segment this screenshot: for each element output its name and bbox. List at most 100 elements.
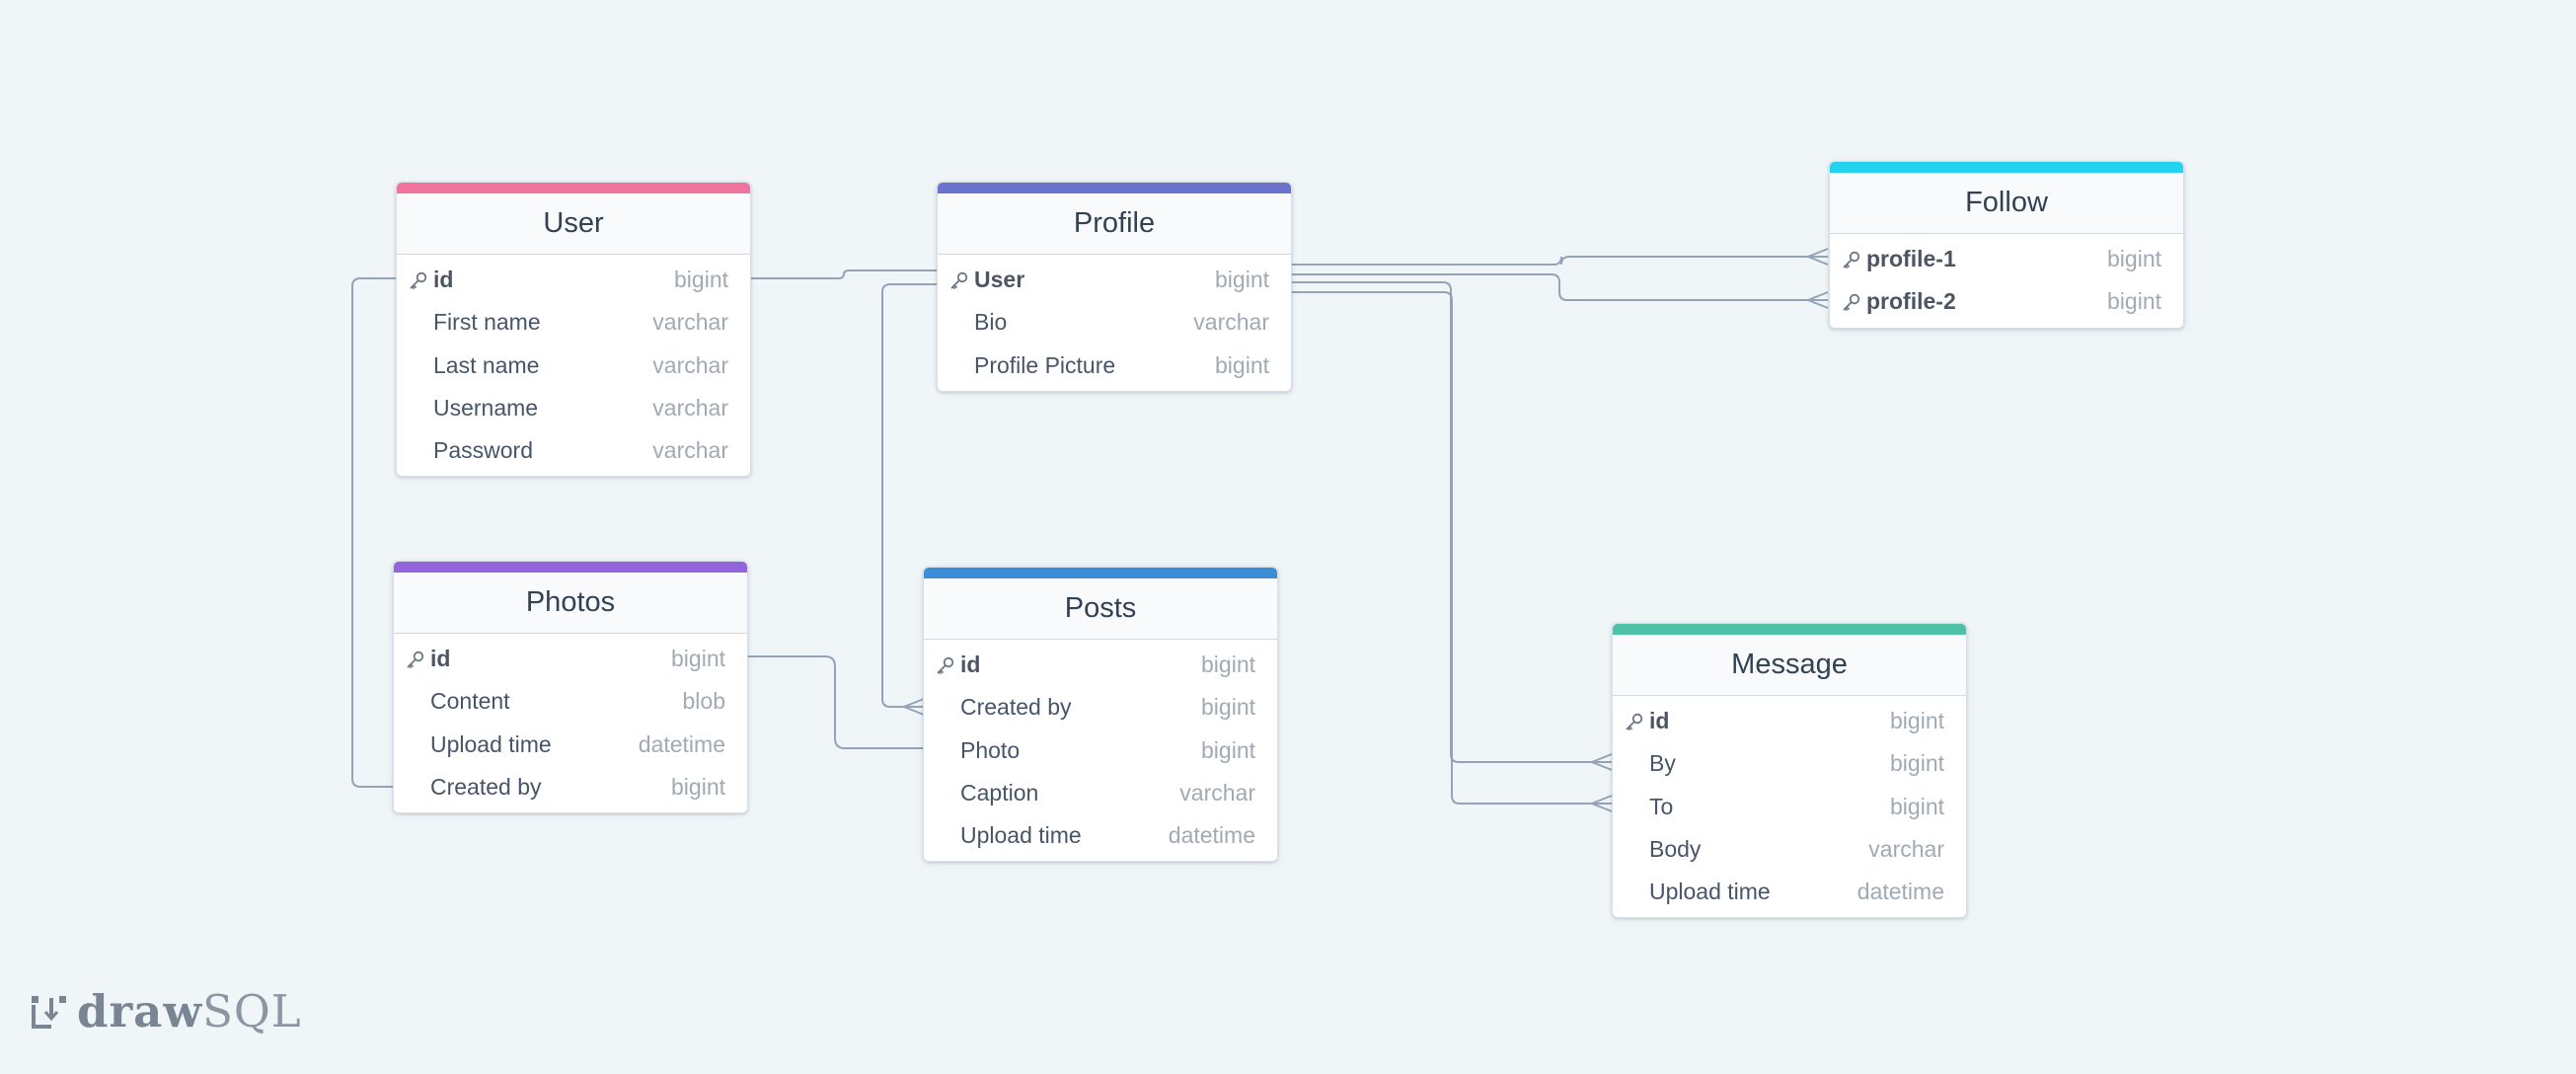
link-profile-message-by [1291,281,1612,763]
table-color-bar [924,568,1277,578]
table-title[interactable]: Profile [938,193,1291,255]
column-type: varchar [652,309,728,336]
column-row[interactable]: id bigint [397,259,750,301]
column-type: datetime [1856,879,1944,905]
column-name: profile-2 [1866,288,1956,315]
link-user-photos [351,277,396,788]
column-type: datetime [638,730,725,757]
column-row-left: Last name [409,352,539,379]
column-row-left: Photo [936,737,1020,764]
column-type: bigint [674,267,728,293]
column-type: varchar [652,437,728,464]
column-row-left: Caption [936,780,1038,806]
key-slot-empty [1625,840,1649,860]
column-type: bigint [1201,694,1255,721]
column-row-left: Body [1625,836,1701,863]
column-name: By [1649,750,1676,777]
table-color-bar [394,562,747,573]
column-type: varchar [1193,309,1269,336]
column-row[interactable]: Created by bigint [924,686,1277,729]
column-type: bigint [1890,793,1944,819]
drawsql-logo-text: drawSQL [77,985,302,1037]
crowfoot-posts-created-by [901,698,925,716]
column-type: varchar [1868,836,1944,863]
table-color-bar [397,183,750,193]
column-name: id [433,267,454,293]
column-name: Upload time [1649,879,1771,905]
primary-key-icon [406,650,430,669]
drawsql-logo[interactable]: drawSQL [30,985,302,1037]
column-row-left: User [949,267,1024,293]
key-slot-empty [409,313,433,333]
column-row-left: id [406,646,450,672]
table-title[interactable]: Photos [394,573,747,634]
column-name: Profile Picture [974,351,1116,378]
table-title[interactable]: Message [1613,635,1966,696]
key-slot-empty [406,734,430,754]
crowfoot-message-to [1589,795,1613,812]
column-row-left: By [1625,750,1676,777]
table-color-bar [938,183,1291,193]
column-row-left: To [1625,794,1673,820]
table-title[interactable]: Posts [924,578,1277,640]
table-title[interactable]: User [397,193,750,255]
key-slot-empty [936,826,960,846]
column-type: varchar [652,351,728,378]
primary-key-icon [1625,712,1649,731]
key-slot-empty [409,399,433,419]
table-title[interactable]: Follow [1830,173,2183,234]
key-slot-empty [409,355,433,375]
key-slot-empty [936,784,960,804]
key-slot-empty [1625,754,1649,774]
crowfoot-follow-2 [1805,291,1829,309]
column-row[interactable]: Last name varchar [397,345,750,387]
column-row-left: Upload time [936,822,1082,849]
key-slot-empty [936,740,960,760]
column-name: Upload time [960,822,1082,849]
column-row[interactable]: To bigint [1613,786,1966,828]
column-row[interactable]: Body varchar [1613,828,1966,871]
primary-key-icon [936,655,960,675]
column-type: bigint [1890,708,1944,734]
column-row-left: Username [409,395,538,422]
column-row[interactable]: Upload time datetime [1613,871,1966,913]
column-type: bigint [2107,246,2161,272]
column-row-left: id [409,267,453,293]
primary-key-icon [409,270,433,290]
key-slot-empty [409,441,433,461]
column-row-left: First name [409,309,541,336]
column-name: Content [430,688,510,715]
column-row[interactable]: First name varchar [397,301,750,344]
primary-key-icon [1842,292,1866,312]
column-row-left: Created by [936,694,1072,721]
link-profile-message-to [1291,291,1612,805]
table-color-bar [1830,162,2183,173]
logo-text-bold: draw [77,985,203,1037]
